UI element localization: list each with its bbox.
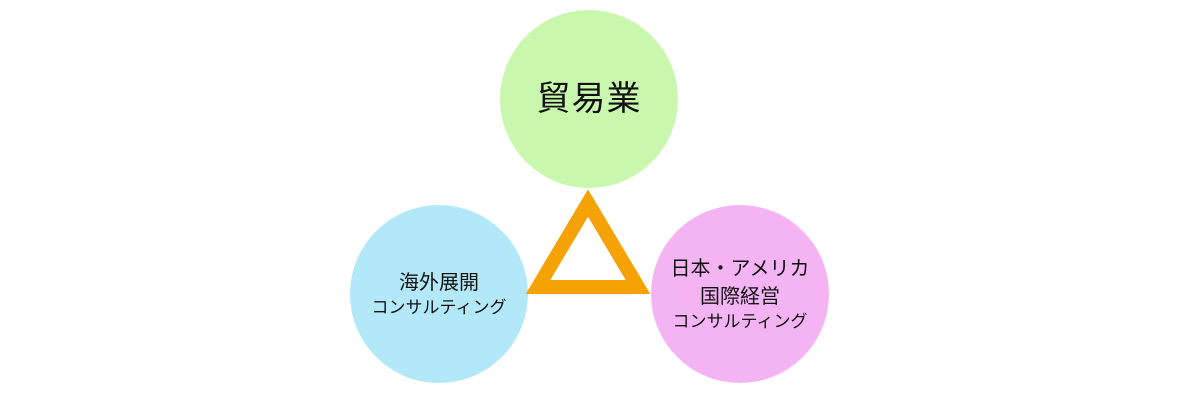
trade-label: 貿易業 bbox=[536, 79, 642, 119]
japan-america-label: 日本・アメリカ bbox=[670, 256, 810, 280]
international-management-circle: 日本・アメリカ 国際経営 コンサルティング bbox=[651, 205, 829, 383]
trade-circle: 貿易業 bbox=[500, 10, 678, 188]
overseas-expansion-circle: 海外展開 コンサルティング bbox=[350, 205, 528, 383]
international-consulting-label: コンサルティング bbox=[672, 312, 808, 332]
triangle-outline bbox=[525, 189, 651, 294]
overseas-expansion-label: 海外展開 bbox=[399, 270, 479, 294]
overseas-consulting-label: コンサルティング bbox=[371, 298, 507, 318]
international-management-label: 国際経営 bbox=[700, 284, 780, 308]
